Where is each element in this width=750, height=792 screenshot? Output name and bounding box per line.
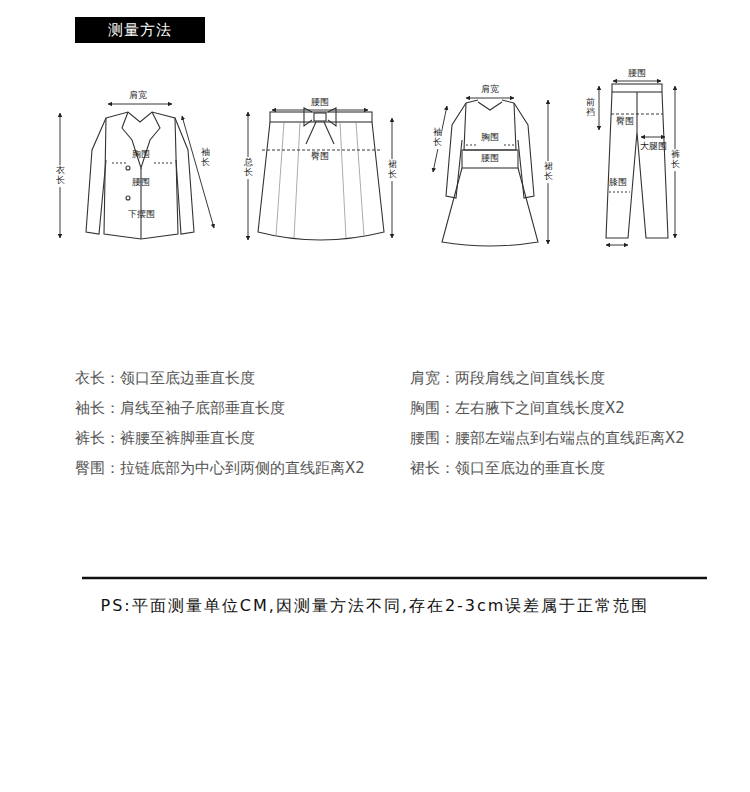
footnote: PS:平面测量单位CM,因测量方法不同,存在2-3cm误差属于正常范围 xyxy=(0,596,750,617)
dimension-label: 臀围 xyxy=(616,117,634,127)
dimension-label: 肩宽 xyxy=(129,91,147,101)
dimension-label: 臀围 xyxy=(311,152,329,162)
measure-note: 肩宽：两段肩线之间直线长度 xyxy=(410,369,605,388)
measure-note: 臀围：拉链底部为中心到两侧的直线距离X2 xyxy=(75,459,365,478)
jacket-measure-lines xyxy=(60,104,214,238)
dimension-label: 胸围 xyxy=(481,133,499,143)
pants-drawing xyxy=(606,84,668,238)
dimension-label: 腰围 xyxy=(311,98,329,108)
dimension-label: 裙长 xyxy=(544,161,553,183)
dimension-label: 腰围 xyxy=(628,69,646,79)
dimension-label: 膝围 xyxy=(609,178,627,188)
dimension-label: 腰围 xyxy=(132,178,150,188)
dimension-label: 大腿围 xyxy=(640,142,667,152)
measure-note: 胸围：左右腋下之间直线长度X2 xyxy=(410,399,625,418)
section-title: 测量方法 xyxy=(75,17,205,43)
dress-drawing xyxy=(442,100,538,246)
dimension-label: 下摆围 xyxy=(128,210,155,220)
dimension-label: 腰围 xyxy=(481,154,499,164)
dimension-label: 总长 xyxy=(244,157,253,179)
dimension-label: 裤长 xyxy=(671,149,680,171)
skirt-measure-lines xyxy=(248,110,392,240)
skirt-drawing xyxy=(258,108,384,240)
measure-note: 裤长：裤腰至裤脚垂直长度 xyxy=(75,429,255,448)
jacket-drawing xyxy=(86,112,194,239)
divider-rule xyxy=(82,577,707,580)
dimension-label: 袖长 xyxy=(201,147,210,169)
measure-note: 腰围：腰部左端点到右端点的直线距离X2 xyxy=(410,429,685,448)
dress-measure-lines xyxy=(433,98,548,244)
dimension-label: 前裆 xyxy=(586,97,595,119)
pants-measure-lines xyxy=(599,81,675,245)
measure-note: 衣长：领口至底边垂直长度 xyxy=(75,369,255,388)
dimension-label: 肩宽 xyxy=(481,85,499,95)
dimension-label: 胸围 xyxy=(132,150,150,160)
measure-note: 袖长：肩线至袖子底部垂直长度 xyxy=(75,399,285,418)
dimension-label: 袖长 xyxy=(433,127,442,149)
measure-note: 裙长：领口至底边的垂直长度 xyxy=(410,459,605,478)
dimension-label: 裙长 xyxy=(388,159,397,181)
dimension-label: 衣长 xyxy=(56,165,65,187)
